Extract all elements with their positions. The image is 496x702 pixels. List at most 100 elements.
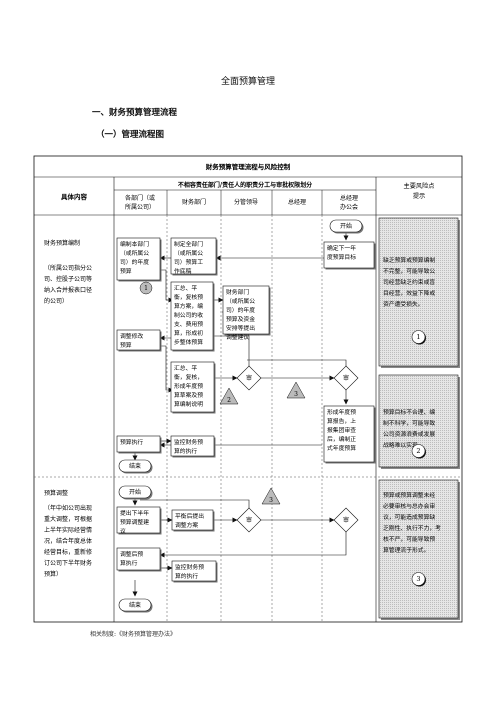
box-fin-plan-text: 作底稿 [174, 267, 192, 275]
box-summary-2-text: 算编制说明 [174, 400, 203, 408]
box-balance-text: 平衡后提出 [175, 512, 204, 520]
section1-desc-line: 纳入合并报表口径 [44, 286, 92, 294]
approve-diamond-4-label: 审 [343, 516, 349, 524]
box-final-report-text: 报集团审查 [327, 426, 356, 434]
end-node-1-label: 结束 [129, 462, 141, 470]
box-balance [171, 509, 214, 531]
box-summary-1-text: 制公司的收 [174, 311, 203, 319]
dept-header-0: 各部门（或 [125, 194, 155, 202]
box-summary-1-text: 算，形成初 [174, 329, 203, 337]
risk-box [378, 479, 459, 619]
section2-desc-line: 重大调整，可根据 [44, 515, 92, 523]
box-dept-plan [116, 237, 161, 281]
box-summary-1-text: 步整体预算 [174, 338, 203, 346]
risk-text-line: 必要审核与总办会审 [383, 502, 435, 510]
section1-desc-line: 司、控股子公司等 [44, 275, 92, 283]
approve-diamond-2-label: 审 [343, 374, 349, 382]
box-summary-1-text: 支、费用预 [174, 320, 203, 328]
box-request-text: 提出下半年 [120, 509, 149, 517]
box-fin-plan-text: 制定全部门 [174, 240, 203, 248]
box-goal-text: 确定下一年 [327, 244, 356, 252]
footer-note: 相关制度:《财务预算管理办法》 [90, 631, 177, 638]
box-leader-adjust-text: 财务部门 [226, 288, 249, 296]
approve-diamond-4 [333, 507, 359, 533]
box-summary-2 [170, 361, 215, 413]
box-final-report-text: 后，编制正 [327, 435, 356, 443]
section2-desc-line: 经营目标，重新修 [44, 548, 92, 556]
box-fin-plan [170, 237, 217, 275]
risk-marker [261, 487, 281, 505]
box-exec-1 [116, 435, 161, 453]
risk-marker-label: 2 [227, 397, 231, 404]
box-leader-adjust-text: 司）的年度 [226, 306, 255, 314]
risk-text-line: 预算目标不合理、编 [383, 408, 435, 416]
risk-text-line: 算管理流于形式。 [383, 546, 429, 554]
box-request [116, 506, 161, 534]
box-summary-1-text: 算方案，编 [174, 302, 203, 310]
approve-diamond-3-label: 审 [246, 516, 252, 524]
dept-header-2: 分管领导 [234, 198, 258, 206]
box-summary-2-text: 汇总、平 [174, 364, 197, 372]
risk-text-line: 战略难以实现。 [383, 441, 424, 449]
box-leader-adjust-text: （或所属公 [226, 297, 255, 305]
box-request-text: 预算调整建 [120, 518, 149, 526]
box-adjust-text: 预算 [120, 341, 132, 349]
box-final-report-text: 算报告，上 [327, 417, 356, 425]
dept-header-4: 办公会 [340, 203, 358, 211]
box-final-report-text: 式年度预算 [327, 444, 356, 452]
risk-marker [286, 381, 306, 399]
box-dept-plan-text: 编制本部门 [120, 240, 149, 248]
box-leader-adjust-text: 预算及资金 [226, 315, 255, 323]
risk-text-line: 乏刚性、执行不力，考 [383, 524, 441, 532]
section2-desc: （年中如公司出现重大调整，可根据上半年实际经营情况，结合年度总体经营目标，重新修… [44, 504, 92, 578]
section2-label: 预算调整 [44, 489, 68, 497]
risk-text-line: 司经营缺乏约束或盲 [383, 278, 435, 286]
risk-marker [219, 387, 239, 405]
box-control-2-text: 监控财务预 [175, 563, 204, 571]
risk-marker-label: 1 [144, 285, 148, 292]
box-summary-2-text: 形成年度预 [174, 382, 203, 390]
box-leader-adjust-text: 调整建议 [226, 333, 249, 341]
box-leader-adjust [222, 285, 270, 335]
box-control-1-text: 算的执行 [174, 447, 197, 455]
dept-header-0: 所属公司） [125, 203, 155, 211]
box-goal-text: 度预算目标 [327, 253, 356, 261]
box-request-text: 议 [120, 527, 126, 535]
risk-text-line: 缺乏预算或预算编制 [383, 256, 435, 264]
risk-number: 3 [416, 575, 420, 583]
risk-text-line: 资产遭受损失。 [383, 300, 424, 308]
dept-header-1: 财务部门 [182, 198, 206, 206]
box-balance-text: 调整方案 [175, 521, 198, 529]
box-exec-1-text: 预算执行 [120, 438, 143, 446]
box-exec-2-text: 算执行 [120, 559, 138, 567]
start-node-2-label: 开始 [129, 488, 141, 496]
risk-text-line: 不完整，可能导致公 [383, 267, 435, 275]
risk-boxes: 缺乏预算或预算编制不完整，可能导致公司经营缺乏约束或盲目经营，效益下降或资产遭受… [378, 217, 460, 620]
box-final-report-text: 形成年度预 [327, 408, 356, 416]
box-leader-adjust-text: 安排等提出 [226, 324, 255, 332]
start-node-1 [329, 219, 363, 233]
box-fin-plan-text: 司）预算工 [174, 258, 203, 266]
risk-header-line: 主要风险点 [404, 182, 435, 190]
box-control-2 [171, 560, 217, 582]
risk-header-line: 提示 [413, 192, 425, 200]
box-control-2-text: 算的执行 [175, 572, 198, 580]
box-goal [323, 241, 375, 269]
box-control-1-text: 监控财务预 [174, 438, 203, 446]
box-dept-plan-text: 司）的年度 [120, 258, 149, 266]
end-node-2-label: 结束 [129, 601, 141, 609]
risk-text-line: 目经营，效益下降或 [383, 289, 435, 297]
box-exec-2-text: 调整后预 [120, 550, 143, 558]
section2-desc-line: （年中如公司出现 [44, 504, 92, 512]
end-node-1 [118, 459, 152, 473]
approve-diamond-2 [333, 365, 359, 391]
risk-text-line: 制不科学，可能导致 [383, 419, 435, 427]
box-summary-2-text: 衡，复核， [174, 373, 203, 381]
approve-diamond-1-label: 审 [246, 374, 252, 382]
table-frame [33, 155, 463, 623]
dept-header-4: 总经理 [340, 194, 358, 202]
section1-label: 财务预算编制 [44, 239, 80, 247]
section-heading-1: 一、财务预算管理流程 [92, 108, 178, 118]
